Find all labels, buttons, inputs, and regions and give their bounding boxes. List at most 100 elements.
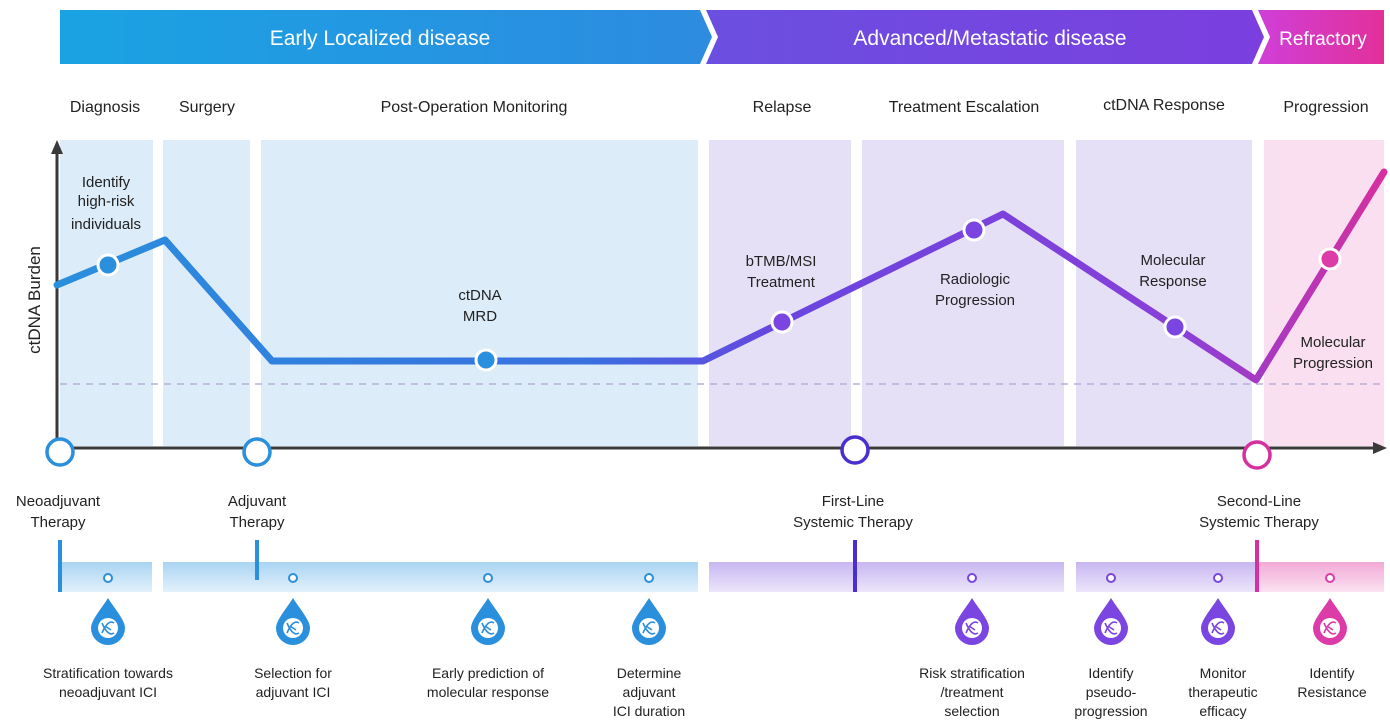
application-prediction-line2: molecular response xyxy=(427,684,549,700)
phase-early-arrow xyxy=(60,10,712,64)
curve-point-response xyxy=(1163,315,1187,339)
application-pseudo-line3: progression xyxy=(1074,703,1147,719)
dna-helix-icon xyxy=(642,621,656,635)
therapy-labels: Neoadjuvant Therapy Adjuvant Therapy Fir… xyxy=(16,493,1320,531)
stage-shading xyxy=(60,140,1384,446)
dna-droplet-icon xyxy=(1201,573,1235,645)
curve-point-progression xyxy=(1318,247,1342,271)
droplet-pin-icon xyxy=(644,573,654,583)
shade-relapse xyxy=(709,140,851,446)
stage-treatment-escalation: Treatment Escalation xyxy=(889,99,1040,116)
shade-surgery xyxy=(163,140,250,446)
stage-post-op-monitoring: Post-Operation Monitoring xyxy=(381,99,568,116)
application-monitor-line3: efficacy xyxy=(1199,703,1246,719)
annotation-molecular-response-line1: Molecular xyxy=(1140,252,1205,269)
phase-refractory-arrow xyxy=(1258,10,1384,64)
curve-points xyxy=(96,218,1342,372)
application-pseudo-line2: pseudo- xyxy=(1086,684,1137,700)
dna-droplet-icon xyxy=(955,573,989,645)
curve-point-relapse xyxy=(770,310,794,334)
stage-ctdna-response: ctDNA Response xyxy=(1103,97,1225,114)
annotation-btmb-line1: bTMB/MSI xyxy=(746,253,817,270)
x-axis-arrowhead xyxy=(1373,442,1387,454)
application-stratification-line2: neoadjuvant ICI xyxy=(59,684,157,700)
application-selection-line1: Selection for xyxy=(254,665,332,681)
curve-point-mrd xyxy=(474,348,498,372)
marker-neoadjuvant-icon xyxy=(45,437,75,467)
dna-droplets xyxy=(91,573,1347,645)
dna-helix-icon xyxy=(965,621,979,635)
phase-advanced-arrow xyxy=(706,10,1264,64)
application-pseudo-line1: Identify xyxy=(1088,665,1133,681)
stage-headings: Diagnosis Surgery Post-Operation Monitor… xyxy=(70,97,1369,116)
bar-early xyxy=(163,562,698,592)
therapy-adjuvant-line1: Adjuvant xyxy=(228,493,287,510)
stage-relapse: Relapse xyxy=(753,99,812,116)
therapy-first-line-line1: First-Line xyxy=(822,493,885,510)
dna-droplet-icon xyxy=(276,573,310,645)
shade-monitoring xyxy=(261,140,698,446)
droplet-pin-icon xyxy=(288,573,298,583)
droplet-pin-icon xyxy=(103,573,113,583)
phase-advanced-label: Advanced/Metastatic disease xyxy=(853,27,1126,50)
curve-point-diagnosis xyxy=(96,253,120,277)
therapy-markers xyxy=(45,435,1272,470)
annotation-mrd-line2: MRD xyxy=(463,308,497,325)
shade-response xyxy=(1076,140,1252,446)
application-duration-line1: Determine xyxy=(617,665,682,681)
annotation-btmb-line2: Treatment xyxy=(747,274,816,291)
dna-helix-icon xyxy=(101,621,115,635)
lower-timeline-bar xyxy=(58,540,1384,592)
axes: ctDNA Burden xyxy=(25,140,1387,454)
shade-diagnosis xyxy=(60,140,153,446)
application-resistance-line2: Resistance xyxy=(1297,684,1366,700)
droplet-pin-icon xyxy=(483,573,493,583)
droplet-pin-icon xyxy=(1213,573,1223,583)
phase-early-label: Early Localized disease xyxy=(270,27,491,50)
application-labels: Stratification towards neoadjuvant ICI S… xyxy=(43,665,1367,719)
application-monitor-line2: therapeutic xyxy=(1188,684,1257,700)
annotation-diagnosis-line3: individuals xyxy=(71,216,141,233)
marker-first-line-icon xyxy=(840,435,870,465)
annotation-molecular-progression-line1: Molecular xyxy=(1300,334,1365,351)
application-resistance-line1: Identify xyxy=(1309,665,1354,681)
therapy-neoadjuvant-line2: Therapy xyxy=(30,514,86,531)
therapy-adjuvant-line2: Therapy xyxy=(229,514,285,531)
marker-adjuvant-icon xyxy=(242,437,272,467)
application-prediction-line1: Early prediction of xyxy=(432,665,544,681)
annotation-diagnosis-line1: Identify xyxy=(82,174,131,191)
y-axis-arrowhead xyxy=(51,140,63,154)
droplet-pin-icon xyxy=(1106,573,1116,583)
therapy-second-line-line2: Systemic Therapy xyxy=(1199,514,1319,531)
dna-droplet-icon xyxy=(1094,573,1128,645)
phase-banner: Early Localized disease Advanced/Metasta… xyxy=(60,10,1384,64)
y-axis-label: ctDNA Burden xyxy=(25,246,44,354)
stage-progression: Progression xyxy=(1283,99,1368,116)
annotation-molecular-progression-line2: Progression xyxy=(1293,355,1373,372)
dna-droplet-icon xyxy=(632,573,666,645)
dna-droplet-icon xyxy=(471,573,505,645)
dna-droplet-icon xyxy=(91,573,125,645)
application-duration-line3: ICI duration xyxy=(613,703,685,719)
bar-refractory xyxy=(1257,562,1384,592)
marker-second-line-icon xyxy=(1242,440,1272,470)
stage-surgery: Surgery xyxy=(179,99,235,116)
application-risk-line3: selection xyxy=(944,703,999,719)
dna-helix-icon xyxy=(1323,621,1337,635)
application-selection-line2: adjuvant ICI xyxy=(256,684,331,700)
curve-annotations: Identify high-risk individuals ctDNA MRD… xyxy=(71,174,1373,372)
shade-progression xyxy=(1264,140,1384,446)
ctdna-curve xyxy=(53,168,1388,384)
dna-helix-icon xyxy=(286,621,300,635)
therapy-first-line-line2: Systemic Therapy xyxy=(793,514,913,531)
application-stratification-line1: Stratification towards xyxy=(43,665,173,681)
application-monitor-line1: Monitor xyxy=(1200,665,1247,681)
application-risk-line1: Risk stratification xyxy=(919,665,1025,681)
curve-point-radiologic xyxy=(962,218,986,242)
application-risk-line2: /treatment xyxy=(940,684,1003,700)
stage-diagnosis: Diagnosis xyxy=(70,99,140,116)
annotation-mrd-line1: ctDNA xyxy=(458,287,501,304)
application-duration-line2: adjuvant xyxy=(623,684,676,700)
phase-refractory-label: Refractory xyxy=(1279,29,1367,50)
